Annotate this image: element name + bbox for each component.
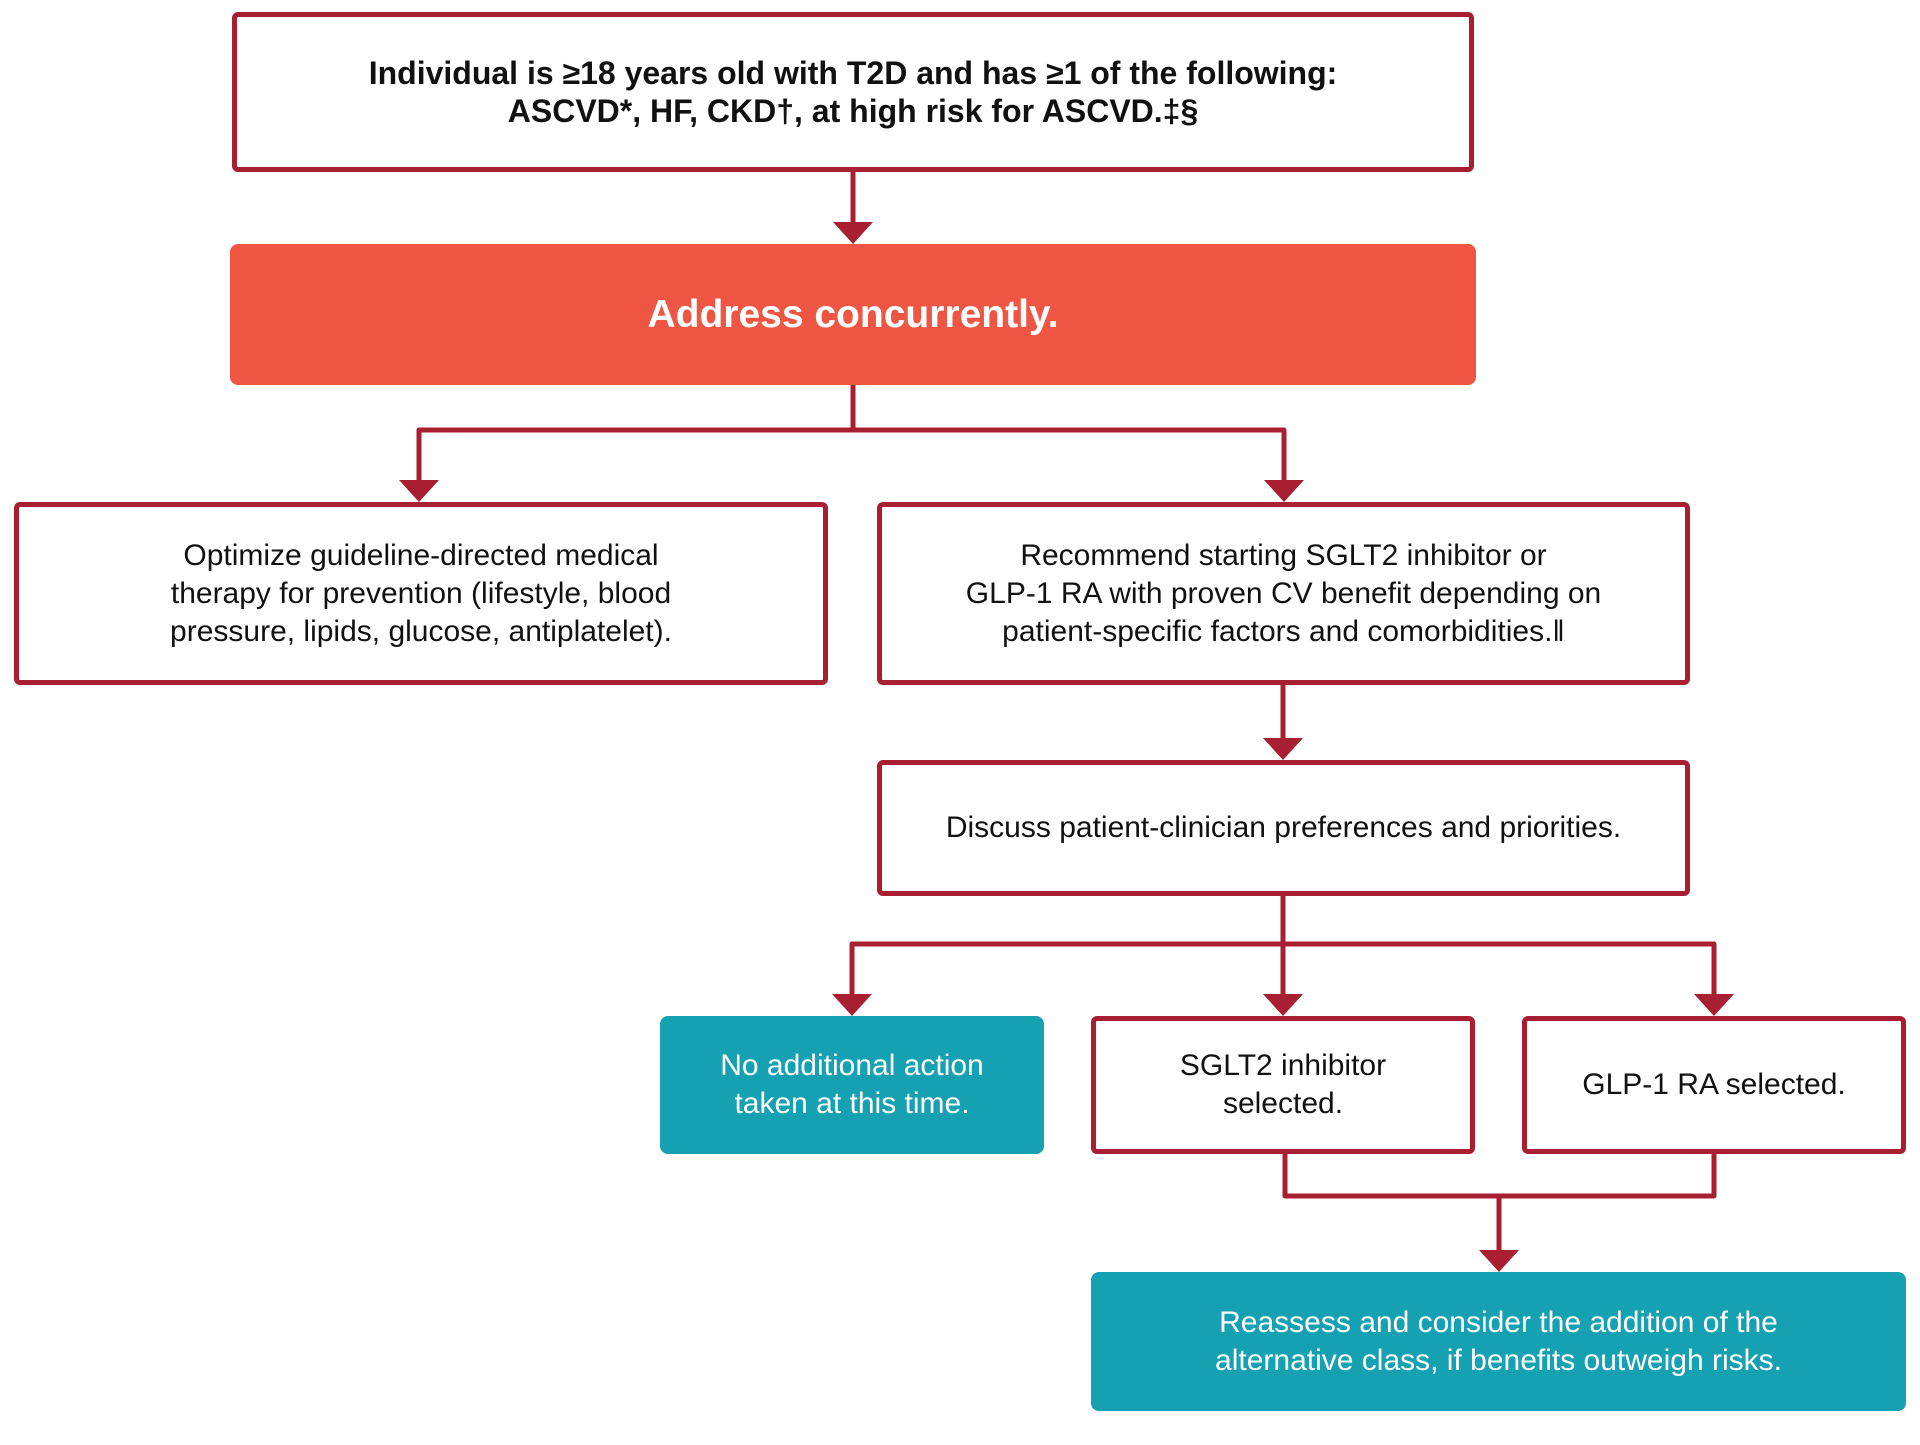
recommend-agent-line-1: Recommend starting SGLT2 inhibitor or (1020, 538, 1547, 572)
connector-address-branch (416, 427, 1287, 482)
glp1-selected-box: GLP-1 RA selected. (1522, 1016, 1906, 1154)
glp1-selected-label: GLP-1 RA selected. (1582, 1068, 1846, 1101)
arrowhead-address (833, 222, 873, 244)
reassess-line-2: alternative class, if benefits outweigh … (1215, 1343, 1782, 1377)
sglt2-selected-line-2: selected. (1222, 1087, 1344, 1120)
entry-criteria-box: Individual is ≥18 years old with T2D and… (232, 12, 1474, 172)
connector-discuss-branch (849, 941, 1717, 996)
entry-criteria-line-2: ASCVD*, HF, CKD†, at high risk for ASCVD… (507, 93, 1199, 129)
optimize-therapy-line-3: pressure, lipids, glucose, antiplatelet)… (170, 614, 672, 648)
no-action-line-2: taken at this time. (734, 1087, 970, 1120)
optimize-therapy-line-2: therapy for prevention (lifestyle, blood (170, 576, 672, 610)
address-concurrently-label: Address concurrently. (647, 292, 1059, 336)
arrowhead-recommend (1264, 480, 1304, 502)
no-action-line-1: No additional action (720, 1049, 984, 1082)
optimize-therapy-box: Optimize guideline-directed medical ther… (14, 502, 828, 685)
entry-criteria-line-1: Individual is ≥18 years old with T2D and… (368, 55, 1338, 91)
discuss-preferences-label: Discuss patient-clinician preferences an… (945, 811, 1622, 844)
recommend-agent-line-2: GLP-1 RA with proven CV benefit dependin… (965, 576, 1602, 610)
arrowhead-sglt2 (1263, 994, 1303, 1016)
arrowhead-discuss (1263, 738, 1303, 760)
sglt2-selected-box: SGLT2 inhibitor selected. (1091, 1016, 1475, 1154)
no-action-box: No additional action taken at this time. (660, 1016, 1044, 1154)
optimize-therapy-line-1: Optimize guideline-directed medical (183, 538, 659, 572)
connector-merge (1282, 1154, 1717, 1199)
discuss-preferences-box: Discuss patient-clinician preferences an… (877, 760, 1690, 896)
reassess-box: Reassess and consider the addition of th… (1091, 1272, 1906, 1411)
arrowhead-reassess (1479, 1250, 1519, 1272)
recommend-agent-line-3: patient-specific factors and comorbiditi… (1002, 614, 1565, 648)
arrowhead-no-action (832, 994, 872, 1016)
sglt2-selected-line-1: SGLT2 inhibitor (1179, 1049, 1387, 1082)
reassess-line-1: Reassess and consider the addition of th… (1219, 1305, 1778, 1339)
address-concurrently-box: Address concurrently. (230, 244, 1476, 385)
arrowhead-optimize (399, 480, 439, 502)
recommend-agent-box: Recommend starting SGLT2 inhibitor or GL… (877, 502, 1690, 685)
arrowhead-glp1 (1694, 994, 1734, 1016)
